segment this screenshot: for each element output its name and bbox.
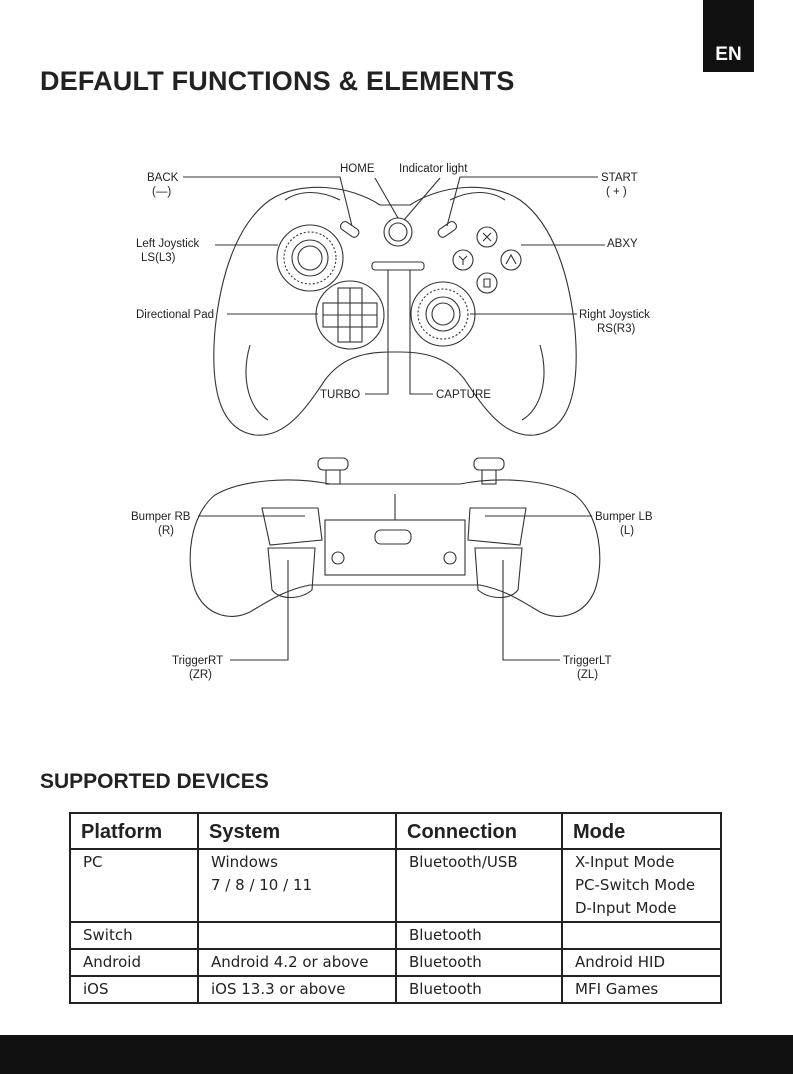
label-trigger-lt: TriggerLT	[563, 655, 612, 667]
cell-mode-line: PC-Switch Mode	[575, 876, 696, 894]
right-bumper-shape	[261, 507, 323, 546]
cell-mode	[561, 921, 722, 950]
label-capture: CAPTURE	[436, 389, 491, 401]
cell-platform: Switch	[69, 921, 199, 950]
header-connection: Connection	[395, 812, 563, 850]
label-dpad: Directional Pad	[136, 309, 214, 321]
left-trigger-shape	[474, 547, 523, 599]
label-left-stick: Left Joystick	[136, 238, 200, 250]
cell-connection: Bluetooth	[395, 921, 563, 950]
home-button-shape	[383, 217, 413, 247]
cell-mode: Android HID	[561, 948, 722, 977]
cell-system-line: 7 / 8 / 10 / 11	[211, 876, 313, 894]
label-turbo: TURBO	[320, 389, 360, 401]
footer-bar	[0, 1035, 793, 1074]
left-bumper-shape	[467, 507, 527, 546]
label-bumper-rb: Bumper RB	[131, 511, 191, 523]
cell-connection: Bluetooth	[395, 975, 563, 1004]
cell-platform: PC	[69, 848, 199, 923]
supported-devices-title: SUPPORTED DEVICES	[40, 770, 269, 793]
back-stick-caps	[317, 457, 505, 485]
label-indicator: Indicator light	[399, 163, 468, 175]
label-trigger-rt: TriggerRT	[172, 655, 223, 667]
right-trigger-shape	[267, 547, 316, 599]
cell-system: Android 4.2 or above	[197, 948, 397, 977]
label-trigger-rt-sub: (ZR)	[189, 669, 212, 681]
front-controller-body	[213, 186, 577, 436]
table-header-row: Platform System Connection Mode	[69, 812, 722, 850]
cell-system: Windows 7 / 8 / 10 / 11	[197, 848, 397, 923]
label-start: START	[601, 172, 638, 184]
table-row: PC Windows 7 / 8 / 10 / 11 Bluetooth/USB…	[69, 848, 722, 923]
supported-devices-table: Platform System Connection Mode PC Windo…	[69, 812, 722, 1004]
back-controller-body	[189, 479, 601, 617]
language-tab: EN	[703, 0, 754, 72]
label-home: HOME	[340, 163, 375, 175]
controller-diagram: BACK (—) HOME Indicator light START ( + …	[131, 163, 653, 681]
cell-mode: MFI Games	[561, 975, 722, 1004]
cell-mode-line: X-Input Mode	[575, 853, 675, 871]
cell-system	[197, 921, 397, 950]
left-joystick-shape	[276, 224, 344, 292]
label-abxy: ABXY	[607, 238, 638, 250]
label-right-stick-sub: RS(R3)	[597, 323, 636, 335]
right-joystick-shape	[410, 281, 476, 347]
usb-port-area	[324, 519, 466, 576]
label-back: BACK	[147, 172, 179, 184]
cell-platform: iOS	[69, 975, 199, 1004]
header-system: System	[197, 812, 397, 850]
cell-connection: Bluetooth/USB	[395, 848, 563, 923]
cell-system-line: Windows	[211, 853, 278, 871]
label-start-sub: ( + )	[606, 186, 627, 198]
cell-platform: Android	[69, 948, 199, 977]
abxy-buttons	[452, 226, 522, 294]
label-right-stick: Right Joystick	[579, 309, 650, 321]
table-row: Android Android 4.2 or above Bluetooth A…	[69, 948, 722, 977]
label-back-sub: (—)	[152, 186, 171, 198]
label-left-stick-sub: LS(L3)	[141, 252, 176, 264]
label-trigger-lt-sub: (ZL)	[577, 669, 598, 681]
cell-system: iOS 13.3 or above	[197, 975, 397, 1004]
cell-connection: Bluetooth	[395, 948, 563, 977]
label-bumper-rb-sub: (R)	[158, 525, 174, 537]
header-mode: Mode	[561, 812, 722, 850]
cell-mode-line: D-Input Mode	[575, 899, 677, 917]
turbo-capture-buttons	[371, 261, 425, 271]
page-title: DEFAULT FUNCTIONS & ELEMENTS	[40, 66, 515, 96]
table-row: iOS iOS 13.3 or above Bluetooth MFI Game…	[69, 975, 722, 1004]
table-row: Switch Bluetooth	[69, 921, 722, 950]
cell-mode: X-Input Mode PC-Switch Mode D-Input Mode	[561, 848, 722, 923]
header-platform: Platform	[69, 812, 199, 850]
label-bumper-lb-sub: (L)	[620, 525, 634, 537]
label-bumper-lb: Bumper LB	[595, 511, 653, 523]
dpad-shape	[315, 280, 385, 350]
